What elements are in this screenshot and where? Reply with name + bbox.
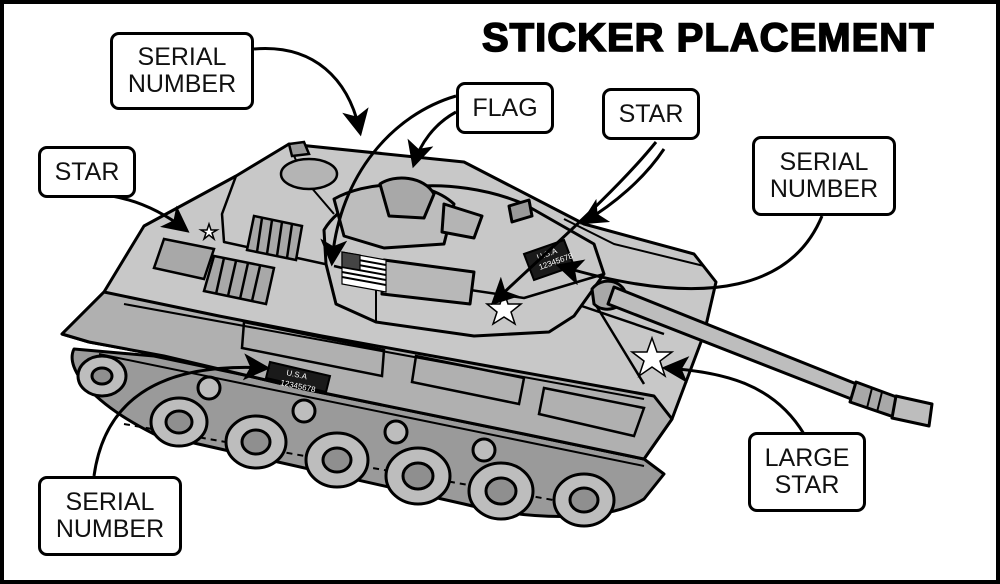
return-roller bbox=[383, 419, 409, 445]
callout-arrows bbox=[92, 47, 824, 477]
road-wheels bbox=[76, 354, 616, 528]
label-large-star: LARGE STAR bbox=[748, 432, 866, 512]
return-roller bbox=[471, 437, 497, 463]
road-wheel bbox=[384, 446, 452, 506]
arrow-star-top-2 bbox=[580, 148, 666, 225]
arrow-flag-2 bbox=[407, 110, 457, 169]
arrow-star-top-1 bbox=[490, 141, 658, 306]
return-roller bbox=[291, 398, 317, 424]
label-star-left: STAR bbox=[38, 146, 136, 198]
return-roller bbox=[196, 375, 222, 401]
engine-vents bbox=[152, 140, 339, 306]
arrow-flag-1 bbox=[320, 94, 457, 267]
label-star-top: STAR bbox=[602, 88, 700, 140]
hull-serial-decal: U.S.A 12345678 bbox=[264, 360, 332, 394]
turret bbox=[322, 176, 606, 338]
label-serial-number-right: SERIAL NUMBER bbox=[752, 136, 896, 216]
drive-sprocket bbox=[76, 354, 128, 398]
main-gun bbox=[590, 279, 934, 428]
road-wheel bbox=[552, 472, 616, 528]
label-serial-number-bottom-left: SERIAL NUMBER bbox=[38, 476, 182, 556]
svg-text:U.S.A: U.S.A bbox=[286, 368, 309, 381]
label-serial-number-top-left: SERIAL NUMBER bbox=[110, 32, 254, 110]
star-decals bbox=[198, 221, 675, 378]
road-wheel bbox=[149, 396, 209, 448]
arrow-serial-bottom-left bbox=[92, 353, 271, 477]
arrow-serial-right bbox=[555, 215, 824, 291]
road-wheel bbox=[304, 431, 370, 489]
rear-star-decal bbox=[198, 221, 220, 242]
flag-decal bbox=[341, 251, 387, 293]
road-wheel bbox=[224, 414, 288, 470]
hull-large-star-decal bbox=[629, 335, 675, 378]
label-flag: FLAG bbox=[456, 82, 554, 134]
arrow-serial-top-left bbox=[253, 47, 369, 137]
hull-side-panels bbox=[240, 298, 665, 438]
page-title: STICKER PLACEMENT bbox=[481, 15, 935, 61]
arrow-large-star bbox=[661, 356, 806, 435]
tank-illustration: U.S.A 12345678 U.S.A 12345678 bbox=[60, 47, 934, 528]
road-wheel bbox=[467, 461, 535, 521]
